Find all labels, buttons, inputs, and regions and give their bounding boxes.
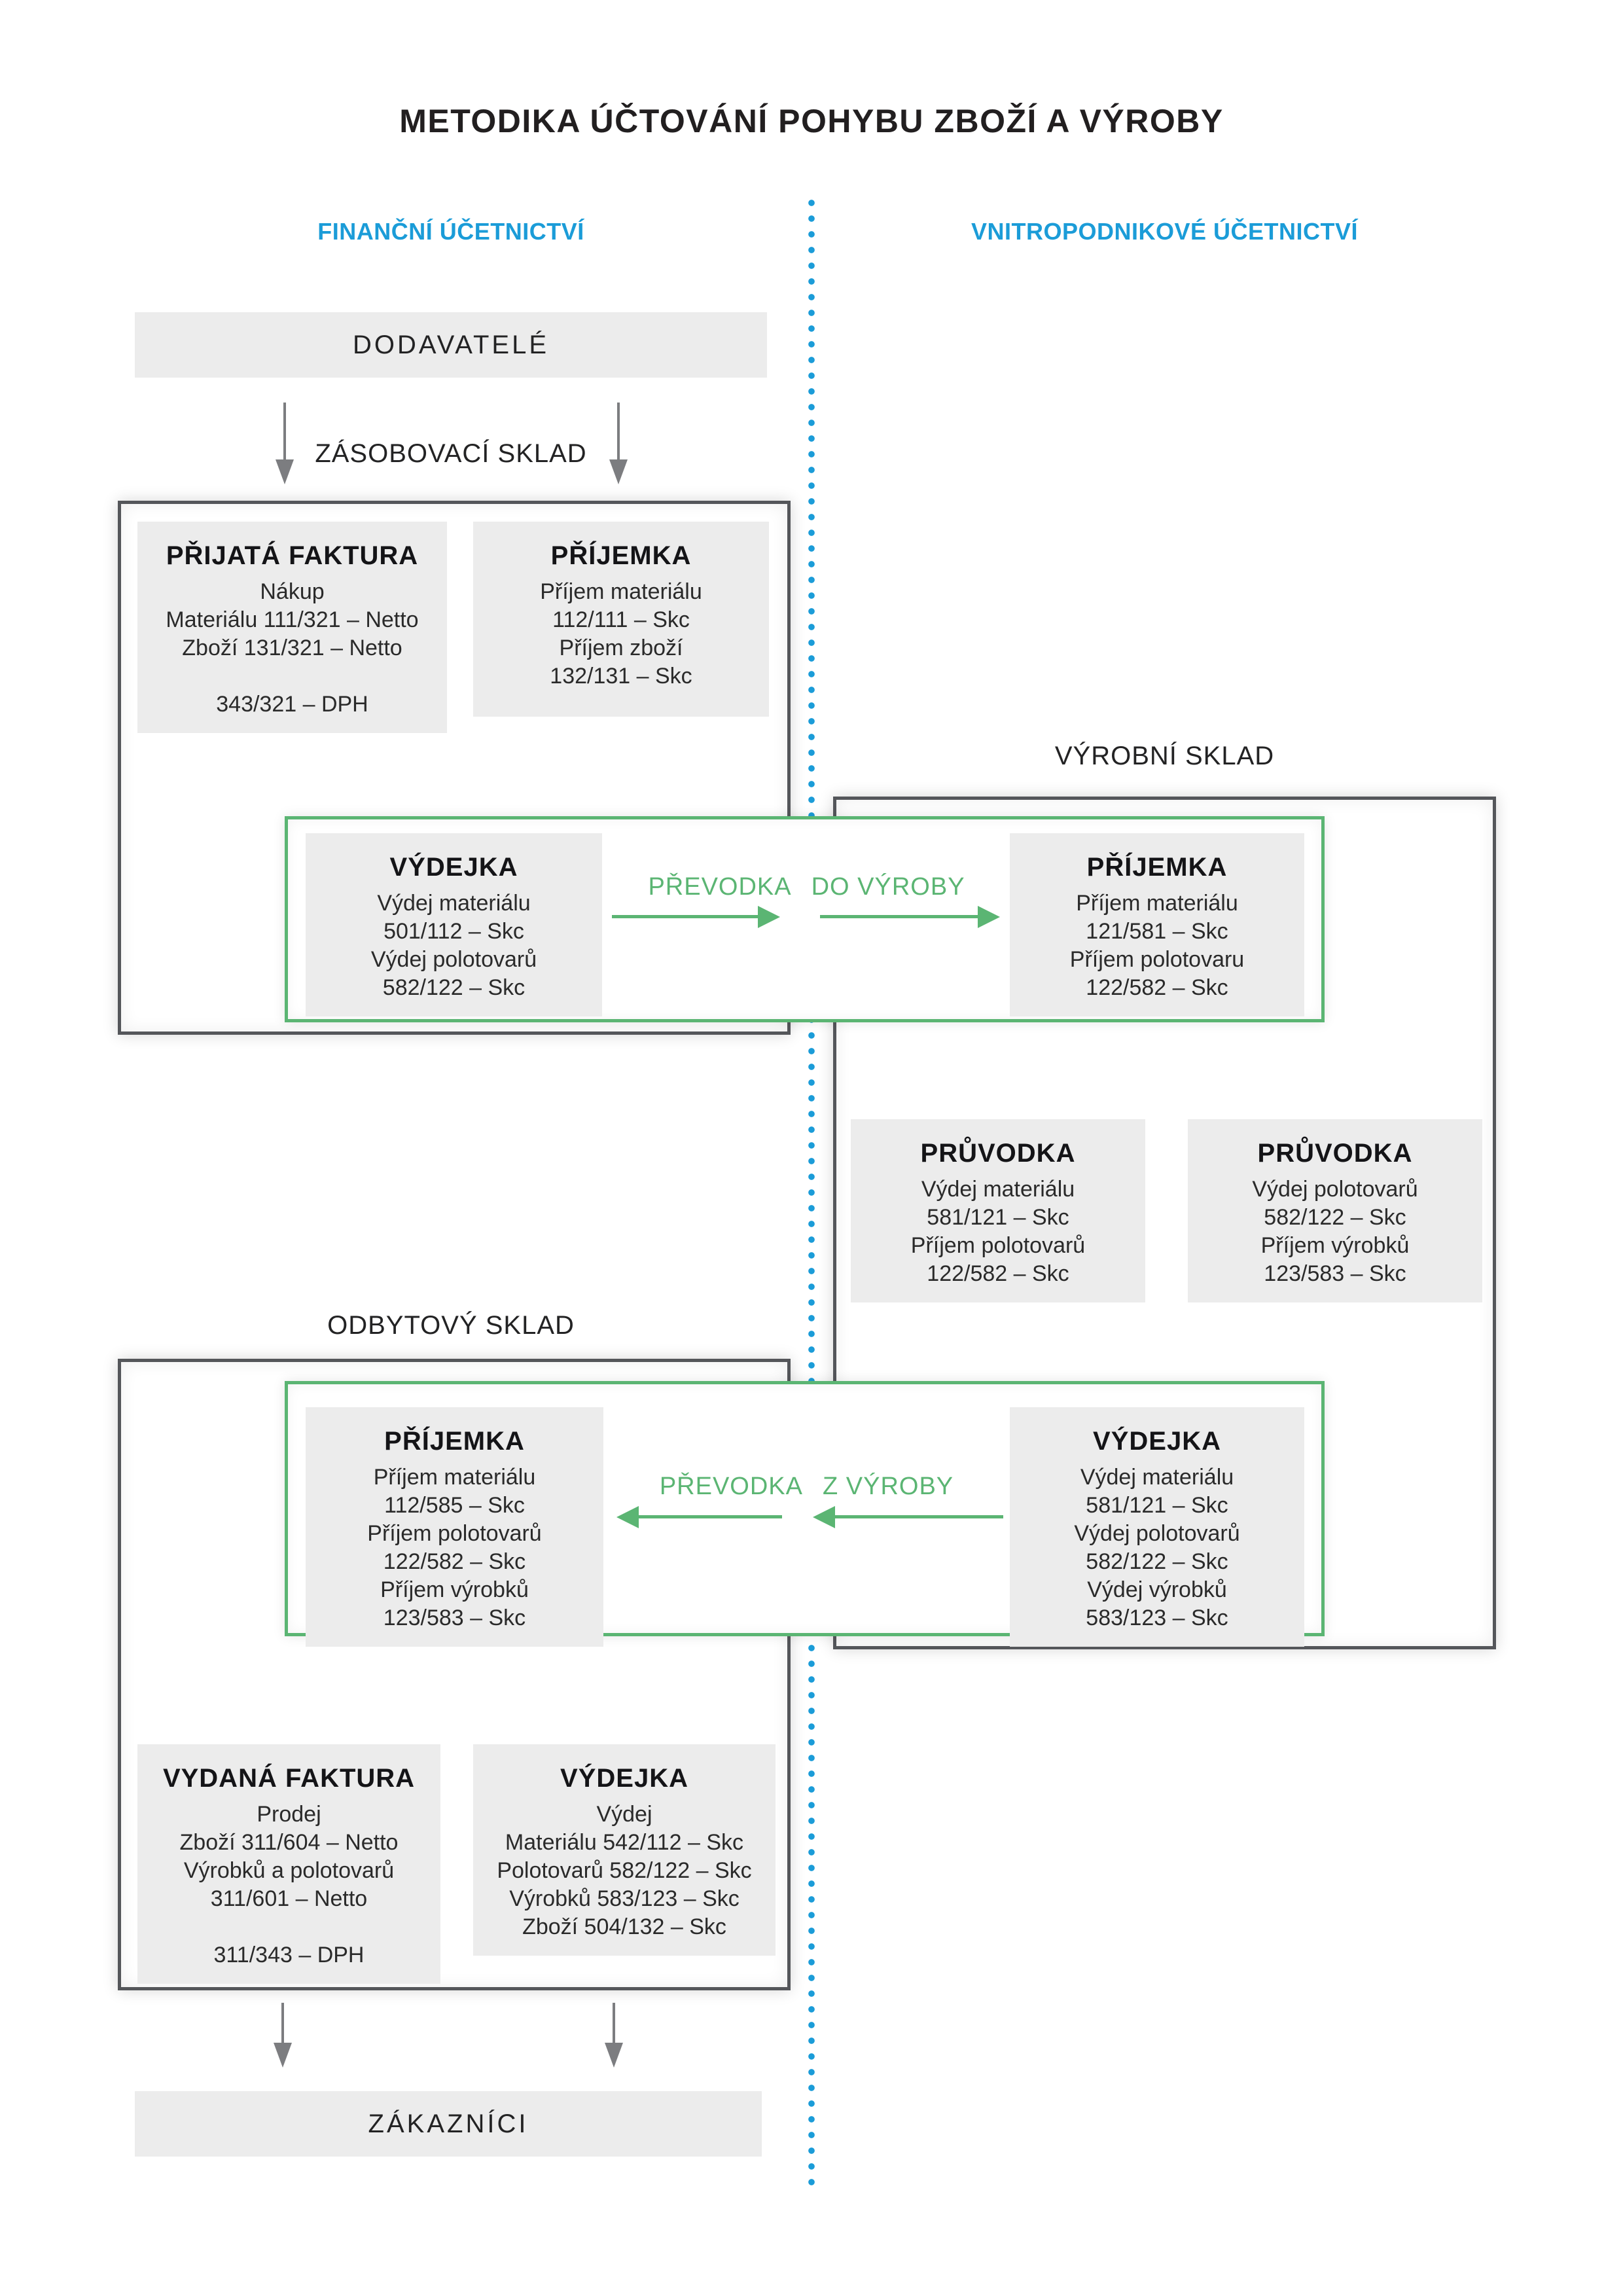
card-line: Výdej materiálu [1080,1465,1234,1490]
transfer-word: Z VÝROBY [823,1473,954,1500]
label-prevodka-do-vyroby: PŘEVODKA DO VÝROBY [628,870,985,903]
transfer-word: PŘEVODKA [648,873,792,901]
card-line: Výdej [596,1802,652,1827]
node-zakaznici: ZÁKAZNÍCI [135,2091,762,2157]
node-dodavatele: DODAVATELÉ [135,312,767,378]
arrow-left-z-vyroby-2 [834,1515,1003,1518]
card-line: Výrobků 583/123 – Skc [509,1886,740,1911]
column-header-vnitropodnikove: VNITROPODNIKOVÉ ÚČETNICTVÍ [971,218,1359,245]
card-line: 311/343 – DPH [213,1943,365,1967]
card-line: 311/601 – Netto [210,1886,368,1911]
card-line: Výdej materiálu [921,1177,1075,1202]
card-line: 121/581 – Skc [1086,919,1228,944]
card-title: PŘÍJEMKA [1086,853,1228,882]
arrow-down-zakaznici-left [281,2003,284,2043]
card-line: Příjem materiálu [1076,891,1238,916]
card-line: Zboží 504/132 – Skc [522,1914,726,1939]
card-line: 343/321 – DPH [216,692,368,717]
card-title: PŘÍJEMKA [384,1427,525,1456]
label-zasobovaci-sklad: ZÁSOBOVACÍ SKLAD [315,439,587,468]
card-line: 122/582 – Skc [1086,975,1228,1000]
card-line: Zboží 131/321 – Netto [182,636,402,660]
card-line [143,1913,435,1941]
card-line: Příjem polotovarů [367,1521,542,1546]
card-line: 112/585 – Skc [384,1493,525,1518]
card-line: Příjem materiálu [373,1465,536,1490]
card-line: Příjem materiálu [540,579,702,604]
card-line: 122/582 – Skc [383,1549,526,1574]
card-vydejka-do-vyroby: VÝDEJKA Výdej materiálu 501/112 – Skc Vý… [306,833,602,1016]
container-zasobovaci-sklad [118,501,791,1035]
card-title: VÝDEJKA [1093,1427,1221,1456]
arrow-right-do-vyroby-2 [820,915,979,918]
card-line: Příjem zboží [559,636,683,660]
card-title: VYDANÁ FAKTURA [162,1764,416,1793]
card-line: Materiálu 111/321 – Netto [166,607,419,632]
card-line: 112/111 – Skc [552,607,690,632]
card-prijata-faktura: PŘIJATÁ FAKTURA Nákup Materiálu 111/321 … [137,522,447,733]
card-vydejka-z-vyroby: VÝDEJKA Výdej materiálu 581/121 – Skc Vý… [1010,1407,1304,1647]
label-prevodka-z-vyroby: PŘEVODKA Z VÝROBY [628,1470,985,1503]
card-line: 581/121 – Skc [1086,1493,1228,1518]
card-line: Výdej výrobků [1087,1577,1227,1602]
card-pruvodka-2: PRŮVODKA Výdej polotovarů 582/122 – Skc … [1188,1119,1482,1302]
card-line: Příjem výrobků [380,1577,529,1602]
arrow-down-zakaznici-right [613,2003,615,2043]
card-line: Výrobků a polotovarů [183,1858,395,1883]
card-prijemka-zasobovaci: PŘÍJEMKA Příjem materiálu 112/111 – Skc … [473,522,769,717]
card-line: Polotovarů 582/122 – Skc [497,1858,752,1883]
card-line: Prodej [257,1802,321,1827]
card-line: Zboží 311/604 – Netto [179,1830,399,1855]
page-title: METODIKA ÚČTOVÁNÍ POHYBU ZBOŽÍ A VÝROBY [399,103,1224,139]
transfer-word: PŘEVODKA [659,1473,803,1500]
card-line: Výdej polotovarů [1252,1177,1418,1202]
card-line: 582/122 – Skc [1086,1549,1228,1574]
card-line: Materiálu 542/112 – Skc [505,1830,744,1855]
arrow-down-dodavatele-left [283,403,286,460]
card-title: PŘIJATÁ FAKTURA [166,541,419,570]
card-line: 581/121 – Skc [927,1205,1069,1230]
transfer-word: DO VÝROBY [811,873,965,901]
card-line [143,662,442,691]
card-title: PRŮVODKA [920,1139,1076,1168]
arrow-right-do-vyroby-1 [612,915,759,918]
card-title: PŘÍJEMKA [550,541,692,570]
column-divider-dotted-line [808,195,815,2187]
card-line: 123/583 – Skc [1264,1261,1406,1286]
card-line: 583/123 – Skc [1086,1605,1228,1630]
card-title: VÝDEJKA [560,1764,688,1793]
card-line: Výdej polotovarů [1074,1521,1240,1546]
card-vydejka-prodej: VÝDEJKA Výdej Materiálu 542/112 – Skc Po… [473,1744,776,1956]
card-vydana-faktura: VYDANÁ FAKTURA Prodej Zboží 311/604 – Ne… [137,1744,440,1984]
card-line: 122/582 – Skc [927,1261,1069,1286]
card-title: VÝDEJKA [389,853,518,882]
card-pruvodka-1: PRŮVODKA Výdej materiálu 581/121 – Skc P… [851,1119,1145,1302]
card-line: 132/131 – Skc [550,664,692,689]
card-line: Výdej materiálu [377,891,531,916]
label-odbytovy-sklad: ODBYTOVÝ SKLAD [327,1311,575,1340]
arrow-left-z-vyroby-1 [637,1515,782,1518]
label-vyrobni-sklad: VÝROBNÍ SKLAD [1054,742,1275,770]
card-line: 123/583 – Skc [383,1605,526,1630]
card-prijemka-odbytovy: PŘÍJEMKA Příjem materiálu 112/585 – Skc … [306,1407,603,1647]
arrow-down-dodavatele-right [617,403,620,460]
card-prijemka-vyrobni: PŘÍJEMKA Příjem materiálu 121/581 – Skc … [1010,833,1304,1016]
card-line: Výdej polotovarů [370,947,537,972]
card-line: 582/122 – Skc [382,975,526,1000]
card-line: 582/122 – Skc [1264,1205,1406,1230]
card-line: Příjem polotovaru [1069,947,1245,972]
column-header-financni: FINANČNÍ ÚČETNICTVÍ [317,218,584,245]
container-vyrobni-sklad [833,797,1496,1649]
card-line: 501/112 – Skc [383,919,524,944]
card-line: Nákup [260,579,325,604]
container-odbytovy-sklad [118,1359,791,1990]
card-line: Příjem polotovarů [910,1233,1086,1258]
card-title: PRŮVODKA [1257,1139,1413,1168]
card-line: Příjem výrobků [1260,1233,1410,1258]
